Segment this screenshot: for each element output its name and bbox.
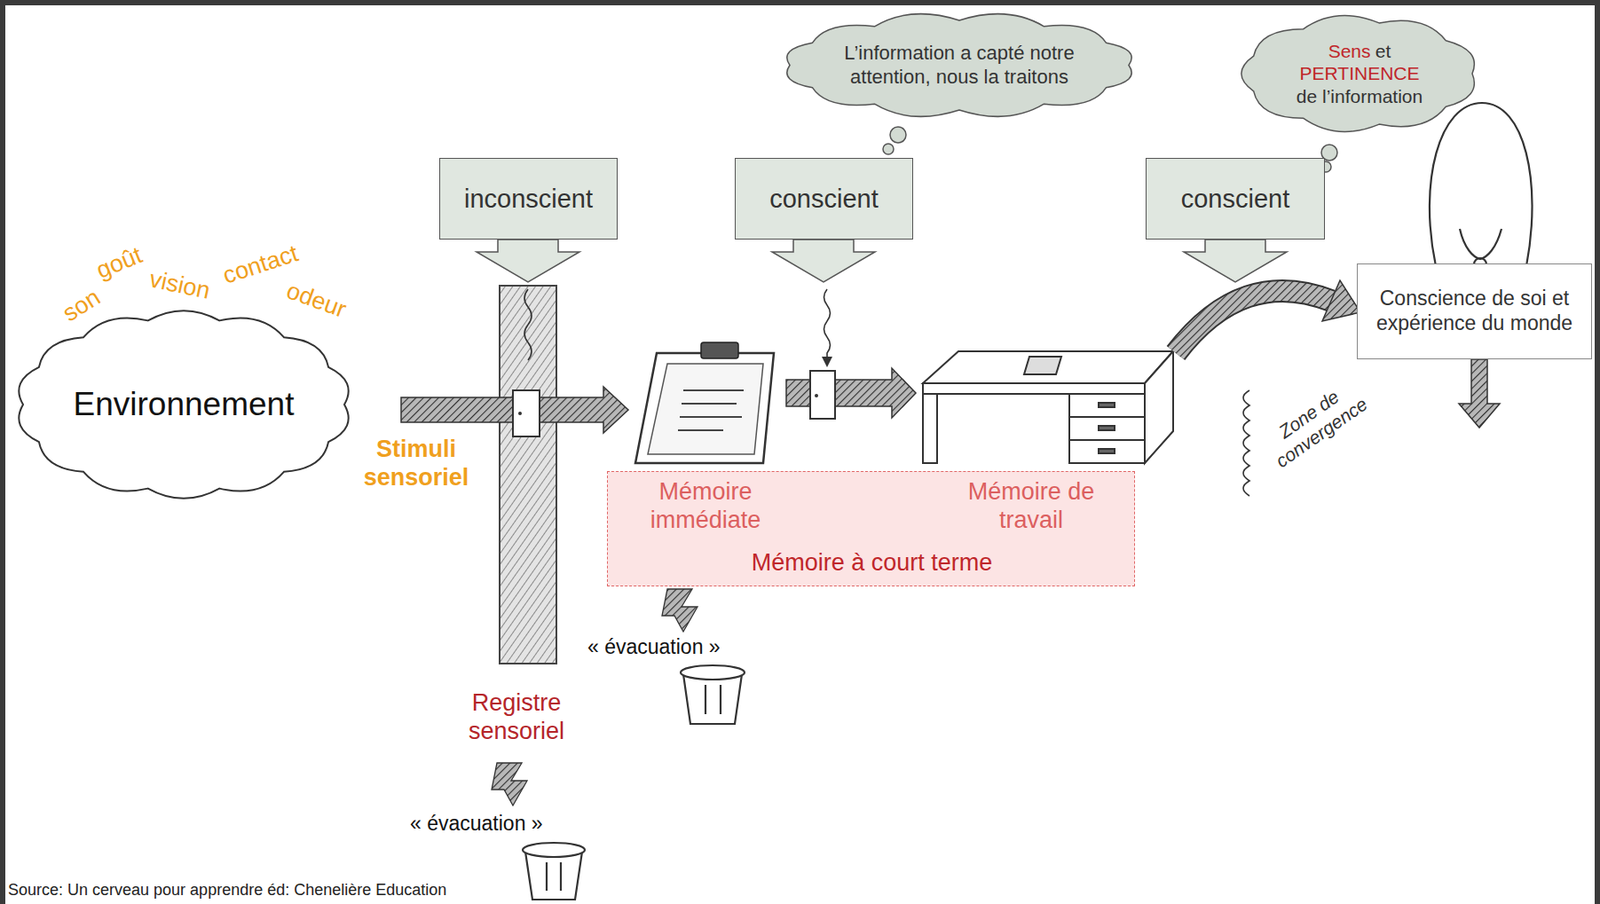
- door: [810, 370, 836, 419]
- register-label: Registre sensoriel: [455, 688, 578, 747]
- sense-label: odeur: [283, 275, 351, 324]
- stimuli-label: Stimuli sensoriel: [353, 434, 480, 493]
- cloud-shape: [787, 14, 1132, 118]
- down-arrow: [772, 239, 875, 283]
- node-text: inconscient: [464, 183, 593, 215]
- body-arrow: [1458, 359, 1500, 428]
- cloud-shape: [18, 310, 348, 499]
- thought-cloud: L’information a capté notre attention, n…: [777, 7, 1142, 123]
- node-text: conscient: [769, 183, 879, 215]
- lightning-arrow: [662, 589, 698, 632]
- convergence-arrow-head: [1322, 280, 1361, 322]
- arrow-head-small: [821, 356, 833, 368]
- evacuation-label: « évacuation »: [587, 635, 721, 661]
- node-text: Conscience de soi et expérience du monde: [1365, 286, 1584, 336]
- convergence-arrow: [1175, 291, 1332, 354]
- state-box: conscient: [734, 157, 914, 240]
- cloud-shape: [1241, 15, 1475, 133]
- sense-label: goût: [92, 240, 147, 285]
- sense-label: son: [57, 283, 106, 329]
- trash-can: [680, 665, 745, 725]
- memory-band: Mémoire immédiate Mémoire de travailMémoi…: [606, 471, 1135, 587]
- desk: [922, 351, 1174, 464]
- attention-arrow: [786, 368, 916, 418]
- node-text: PERTINENCE: [1300, 62, 1420, 85]
- door-knob: [518, 411, 522, 416]
- trash-can: [522, 843, 585, 900]
- awareness-box: Conscience de soi et expérience du monde: [1356, 263, 1593, 360]
- node-text: Sens: [1328, 39, 1372, 63]
- node-text: Environnement: [73, 385, 295, 425]
- lightning-arrow: [491, 763, 528, 806]
- node-text: L’information a capté notre attention, n…: [839, 41, 1080, 89]
- source-caption: Source: Un cerveau pour apprendre éd: Ch…: [7, 881, 447, 901]
- page-ground: Environnement inconscient L’information a …: [5, 5, 1595, 904]
- thought-cloud: SensetPERTINENCEde l’information: [1234, 9, 1485, 138]
- memory-label: Mémoire de travail: [955, 477, 1107, 536]
- evacuation-label: « évacuation »: [409, 811, 544, 837]
- text-row: Senset: [1328, 39, 1392, 63]
- state-box: inconscient: [439, 157, 618, 240]
- clipboard: [635, 342, 774, 464]
- convergence-arrow: [1175, 291, 1332, 354]
- sense-label: vision: [146, 264, 213, 306]
- convergence-bracket: [1243, 390, 1250, 497]
- down-arrow: [1183, 239, 1287, 283]
- person-figure: [1429, 102, 1533, 271]
- convergence-label: Zone de convergence: [1251, 369, 1380, 478]
- sensory-register-bar: [499, 285, 557, 664]
- state-box: conscient: [1145, 157, 1325, 240]
- environment-cloud: Environnement: [10, 306, 357, 504]
- thought-bubble: [890, 126, 907, 143]
- down-arrow: [476, 239, 580, 283]
- squiggle: [824, 289, 831, 361]
- door-knob: [814, 394, 819, 398]
- door: [512, 390, 540, 437]
- memory-band-title: Mémoire à court terme: [607, 548, 1136, 577]
- node-text: et: [1375, 39, 1392, 63]
- memory-label: Mémoire immédiate: [625, 477, 786, 536]
- squiggle: [524, 289, 532, 361]
- node-text: conscient: [1181, 183, 1291, 215]
- node-text: de l’information: [1296, 85, 1423, 108]
- thought-bubble: [882, 143, 894, 155]
